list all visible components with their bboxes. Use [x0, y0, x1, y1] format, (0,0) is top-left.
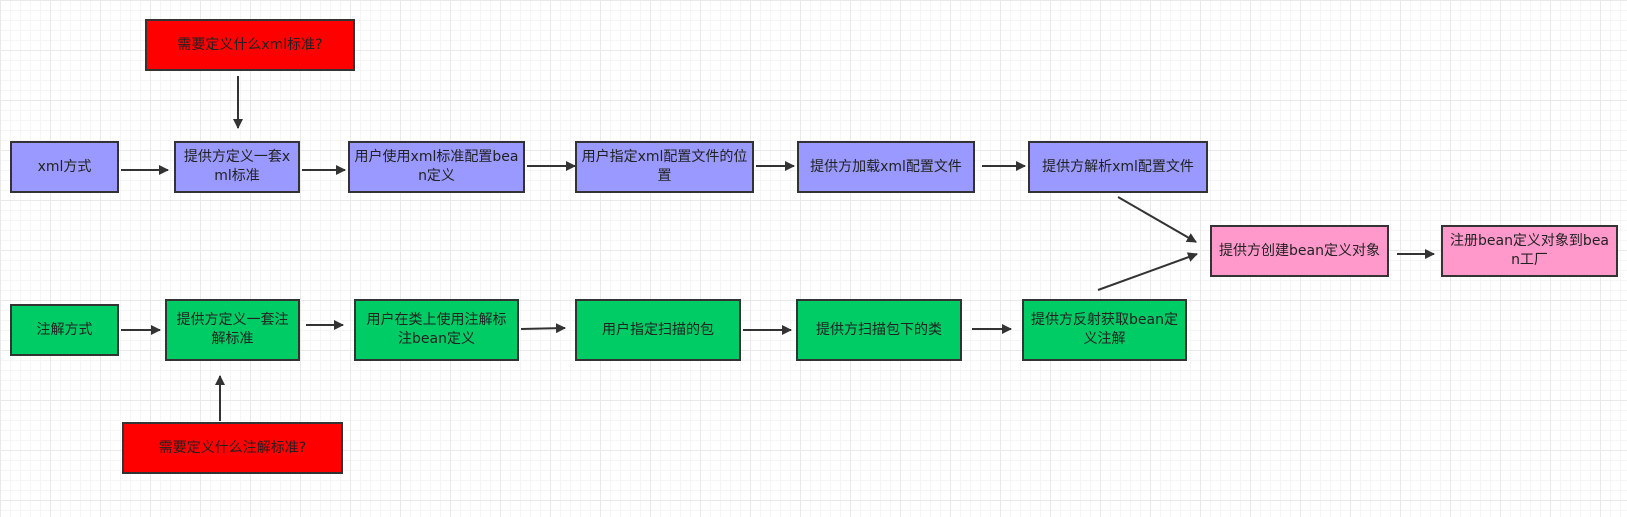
- question-annotation-standard[interactable]: 需要定义什么注解标准?: [122, 422, 343, 474]
- annotation-mode[interactable]: 注解方式: [10, 304, 119, 356]
- xml-define-standard[interactable]: 提供方定义一套xml标准: [174, 141, 300, 193]
- annotation-reflect-get-definition[interactable]: 提供方反射获取bean定义注解: [1022, 299, 1187, 361]
- annotation-specify-scan-package[interactable]: 用户指定扫描的包: [575, 299, 741, 361]
- annotation-define-standard[interactable]: 提供方定义一套注解标准: [165, 299, 300, 361]
- edge-xml-parse-to-create: [1117, 196, 1197, 243]
- xml-parse-config[interactable]: 提供方解析xml配置文件: [1028, 141, 1208, 193]
- xml-specify-config-location[interactable]: 用户指定xml配置文件的位置: [575, 141, 754, 193]
- edge-annotation-reflect-to-create: [1097, 252, 1198, 291]
- annotation-scan-package-classes[interactable]: 提供方扫描包下的类: [796, 299, 962, 361]
- create-bean-definition[interactable]: 提供方创建bean定义对象: [1210, 225, 1389, 277]
- xml-mode[interactable]: xml方式: [10, 141, 119, 193]
- edge-annotation-3: [520, 323, 566, 334]
- xml-user-config-bean[interactable]: 用户使用xml标准配置bean定义: [348, 141, 525, 193]
- xml-load-config[interactable]: 提供方加载xml配置文件: [797, 141, 975, 193]
- register-bean-definition[interactable]: 注册bean定义对象到bean工厂: [1441, 225, 1618, 277]
- annotation-user-annotate-class[interactable]: 用户在类上使用注解标注bean定义: [354, 299, 519, 361]
- question-xml-standard[interactable]: 需要定义什么xml标准?: [145, 19, 355, 71]
